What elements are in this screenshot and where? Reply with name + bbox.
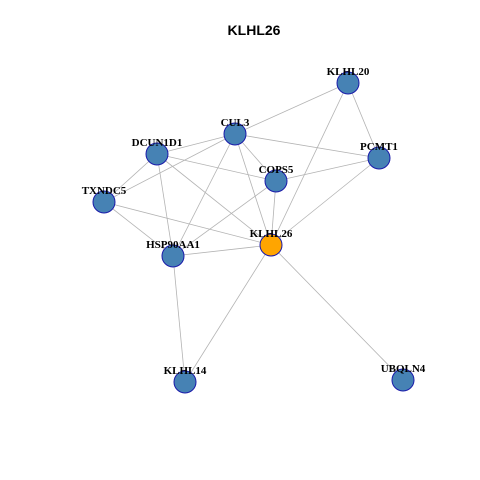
edge-hsp90aa1-klhl14 xyxy=(172,255,186,383)
edge-cul3-txndc5 xyxy=(103,133,236,203)
node-txndc5[interactable] xyxy=(92,190,116,214)
edge-cul3-dcun1d1 xyxy=(156,133,236,155)
node-ubqln4[interactable] xyxy=(391,368,415,392)
node-label-txndc5: TXNDC5 xyxy=(82,185,127,197)
node-klhl26[interactable] xyxy=(259,233,283,257)
node-label-hsp90aa1: HSP90AA1 xyxy=(146,239,200,251)
edge-klhl20-cul3 xyxy=(234,82,349,135)
node-label-ubqln4: UBQLN4 xyxy=(381,363,426,375)
node-label-dcun1d1: DCUN1D1 xyxy=(132,137,183,149)
node-dcun1d1[interactable] xyxy=(145,142,169,166)
edge-pcmt1-cops5 xyxy=(275,157,380,182)
node-label-pcmt1: PCMT1 xyxy=(360,141,398,153)
edge-pcmt1-klhl26 xyxy=(270,157,380,246)
edge-klhl20-klhl26 xyxy=(270,82,349,246)
node-label-klhl26: KLHL26 xyxy=(250,228,293,240)
node-pcmt1[interactable] xyxy=(367,146,391,170)
node-label-cul3: CUL3 xyxy=(221,117,250,129)
edge-cul3-klhl26 xyxy=(234,133,272,246)
node-label-klhl20: KLHL20 xyxy=(327,66,370,78)
node-cul3[interactable] xyxy=(223,122,247,146)
edge-dcun1d1-txndc5 xyxy=(103,153,158,203)
node-hsp90aa1[interactable] xyxy=(161,244,185,268)
edge-hsp90aa1-klhl26 xyxy=(172,244,272,257)
edge-txndc5-hsp90aa1 xyxy=(103,201,174,257)
edge-dcun1d1-cops5 xyxy=(156,153,277,182)
node-label-klhl14: KLHL14 xyxy=(164,365,207,377)
edge-cul3-pcmt1 xyxy=(234,133,380,159)
node-layer xyxy=(92,71,415,394)
node-klhl20[interactable] xyxy=(336,71,360,95)
edge-dcun1d1-klhl26 xyxy=(156,153,272,246)
node-cops5[interactable] xyxy=(264,169,288,193)
edge-klhl26-ubqln4 xyxy=(270,244,404,381)
edge-txndc5-klhl26 xyxy=(103,201,272,246)
node-klhl14[interactable] xyxy=(173,370,197,394)
edge-klhl20-pcmt1 xyxy=(347,82,380,159)
edge-dcun1d1-hsp90aa1 xyxy=(156,153,174,257)
edge-klhl26-klhl14 xyxy=(184,244,272,383)
node-label-cops5: COPS5 xyxy=(259,164,294,176)
edge-cops5-hsp90aa1 xyxy=(172,180,277,257)
edge-cul3-hsp90aa1 xyxy=(172,133,236,257)
diagram-title: KLHL26 xyxy=(228,22,281,38)
